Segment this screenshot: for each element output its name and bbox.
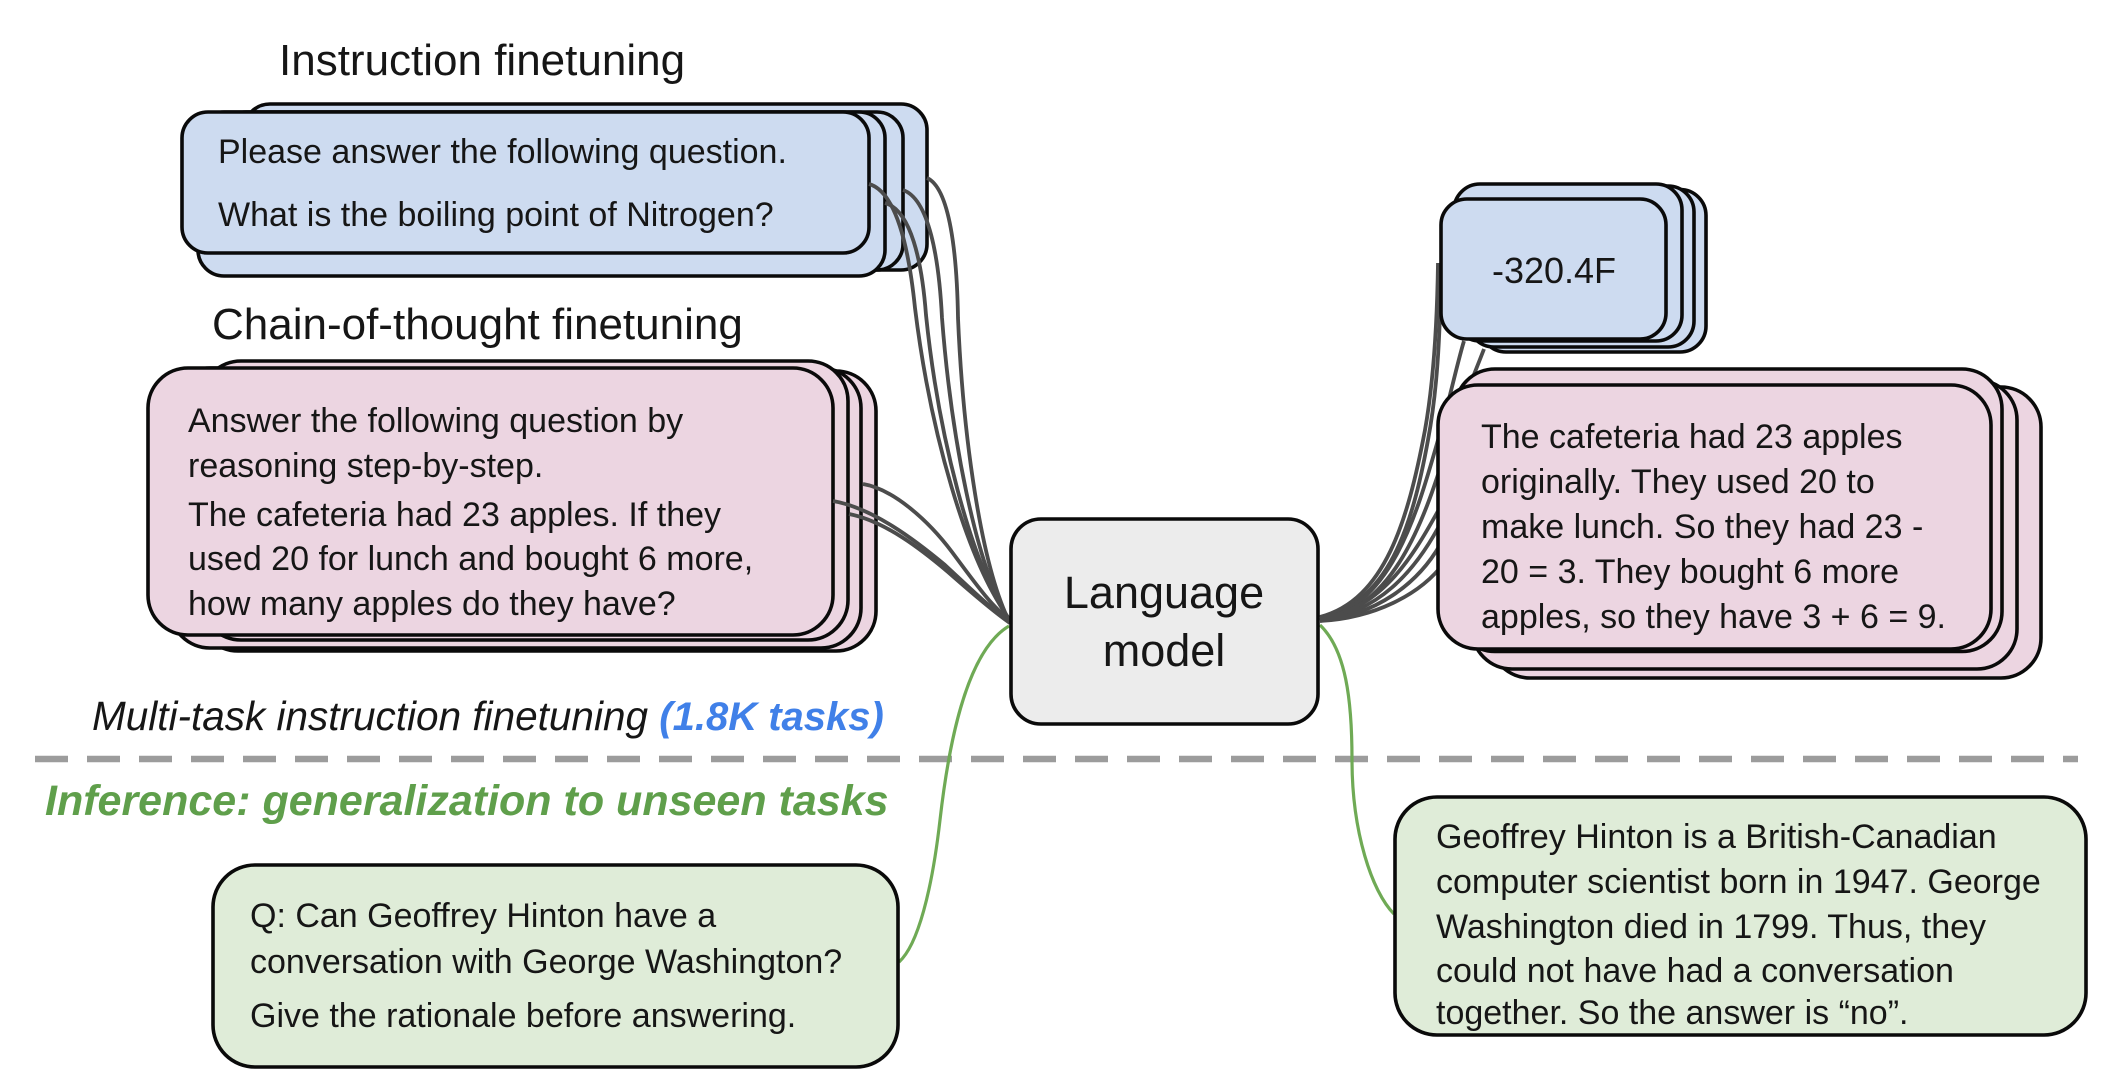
svg-text:computer scientist born in 194: computer scientist born in 1947. George xyxy=(1436,863,2041,901)
svg-text:Give the rationale before answ: Give the rationale before answering. xyxy=(250,997,796,1035)
svg-text:-320.4F: -320.4F xyxy=(1492,250,1616,291)
svg-text:Please answer the following qu: Please answer the following question. xyxy=(218,133,787,171)
svg-text:originally. They used 20 to: originally. They used 20 to xyxy=(1481,463,1875,501)
svg-text:Inference: generalization to u: Inference: generalization to unseen task… xyxy=(45,777,889,825)
svg-text:together. So the answer is “no: together. So the answer is “no”. xyxy=(1436,994,1908,1032)
svg-text:The cafeteria had 23 apples: The cafeteria had 23 apples xyxy=(1481,418,1903,456)
svg-text:The cafeteria had 23 apples. I: The cafeteria had 23 apples. If they xyxy=(188,496,721,534)
svg-text:reasoning step-by-step.: reasoning step-by-step. xyxy=(188,447,543,485)
svg-text:Language: Language xyxy=(1064,567,1264,618)
svg-text:Multi-task instruction finetun: Multi-task instruction finetuning (1.8K … xyxy=(92,693,884,739)
svg-text:Answer the following question: Answer the following question by xyxy=(188,402,683,440)
svg-text:Washington died in 1799. Thus,: Washington died in 1799. Thus, they xyxy=(1436,908,1986,946)
svg-text:conversation with George Washi: conversation with George Washington? xyxy=(250,943,842,981)
svg-text:apples, so they have 3 + 6 = 9: apples, so they have 3 + 6 = 9. xyxy=(1481,598,1946,636)
svg-text:how many apples do they have?: how many apples do they have? xyxy=(188,585,676,623)
svg-text:make lunch. So they had 23 -: make lunch. So they had 23 - xyxy=(1481,508,1923,546)
svg-text:could not have had a conversat: could not have had a conversation xyxy=(1436,952,1954,990)
svg-text:Instruction finetuning: Instruction finetuning xyxy=(279,36,685,85)
svg-text:Geoffrey Hinton is a British-C: Geoffrey Hinton is a British-Canadian xyxy=(1436,818,1997,856)
svg-text:model: model xyxy=(1103,625,1226,676)
svg-text:used 20 for lunch and bought 6: used 20 for lunch and bought 6 more, xyxy=(188,540,753,578)
svg-text:What is the boiling point of N: What is the boiling point of Nitrogen? xyxy=(218,196,774,234)
svg-text:Chain-of-thought finetuning: Chain-of-thought finetuning xyxy=(212,300,743,349)
svg-text:20 = 3. They bought 6 more: 20 = 3. They bought 6 more xyxy=(1481,553,1899,591)
svg-text:Q: Can Geoffrey Hinton have a: Q: Can Geoffrey Hinton have a xyxy=(250,897,716,935)
